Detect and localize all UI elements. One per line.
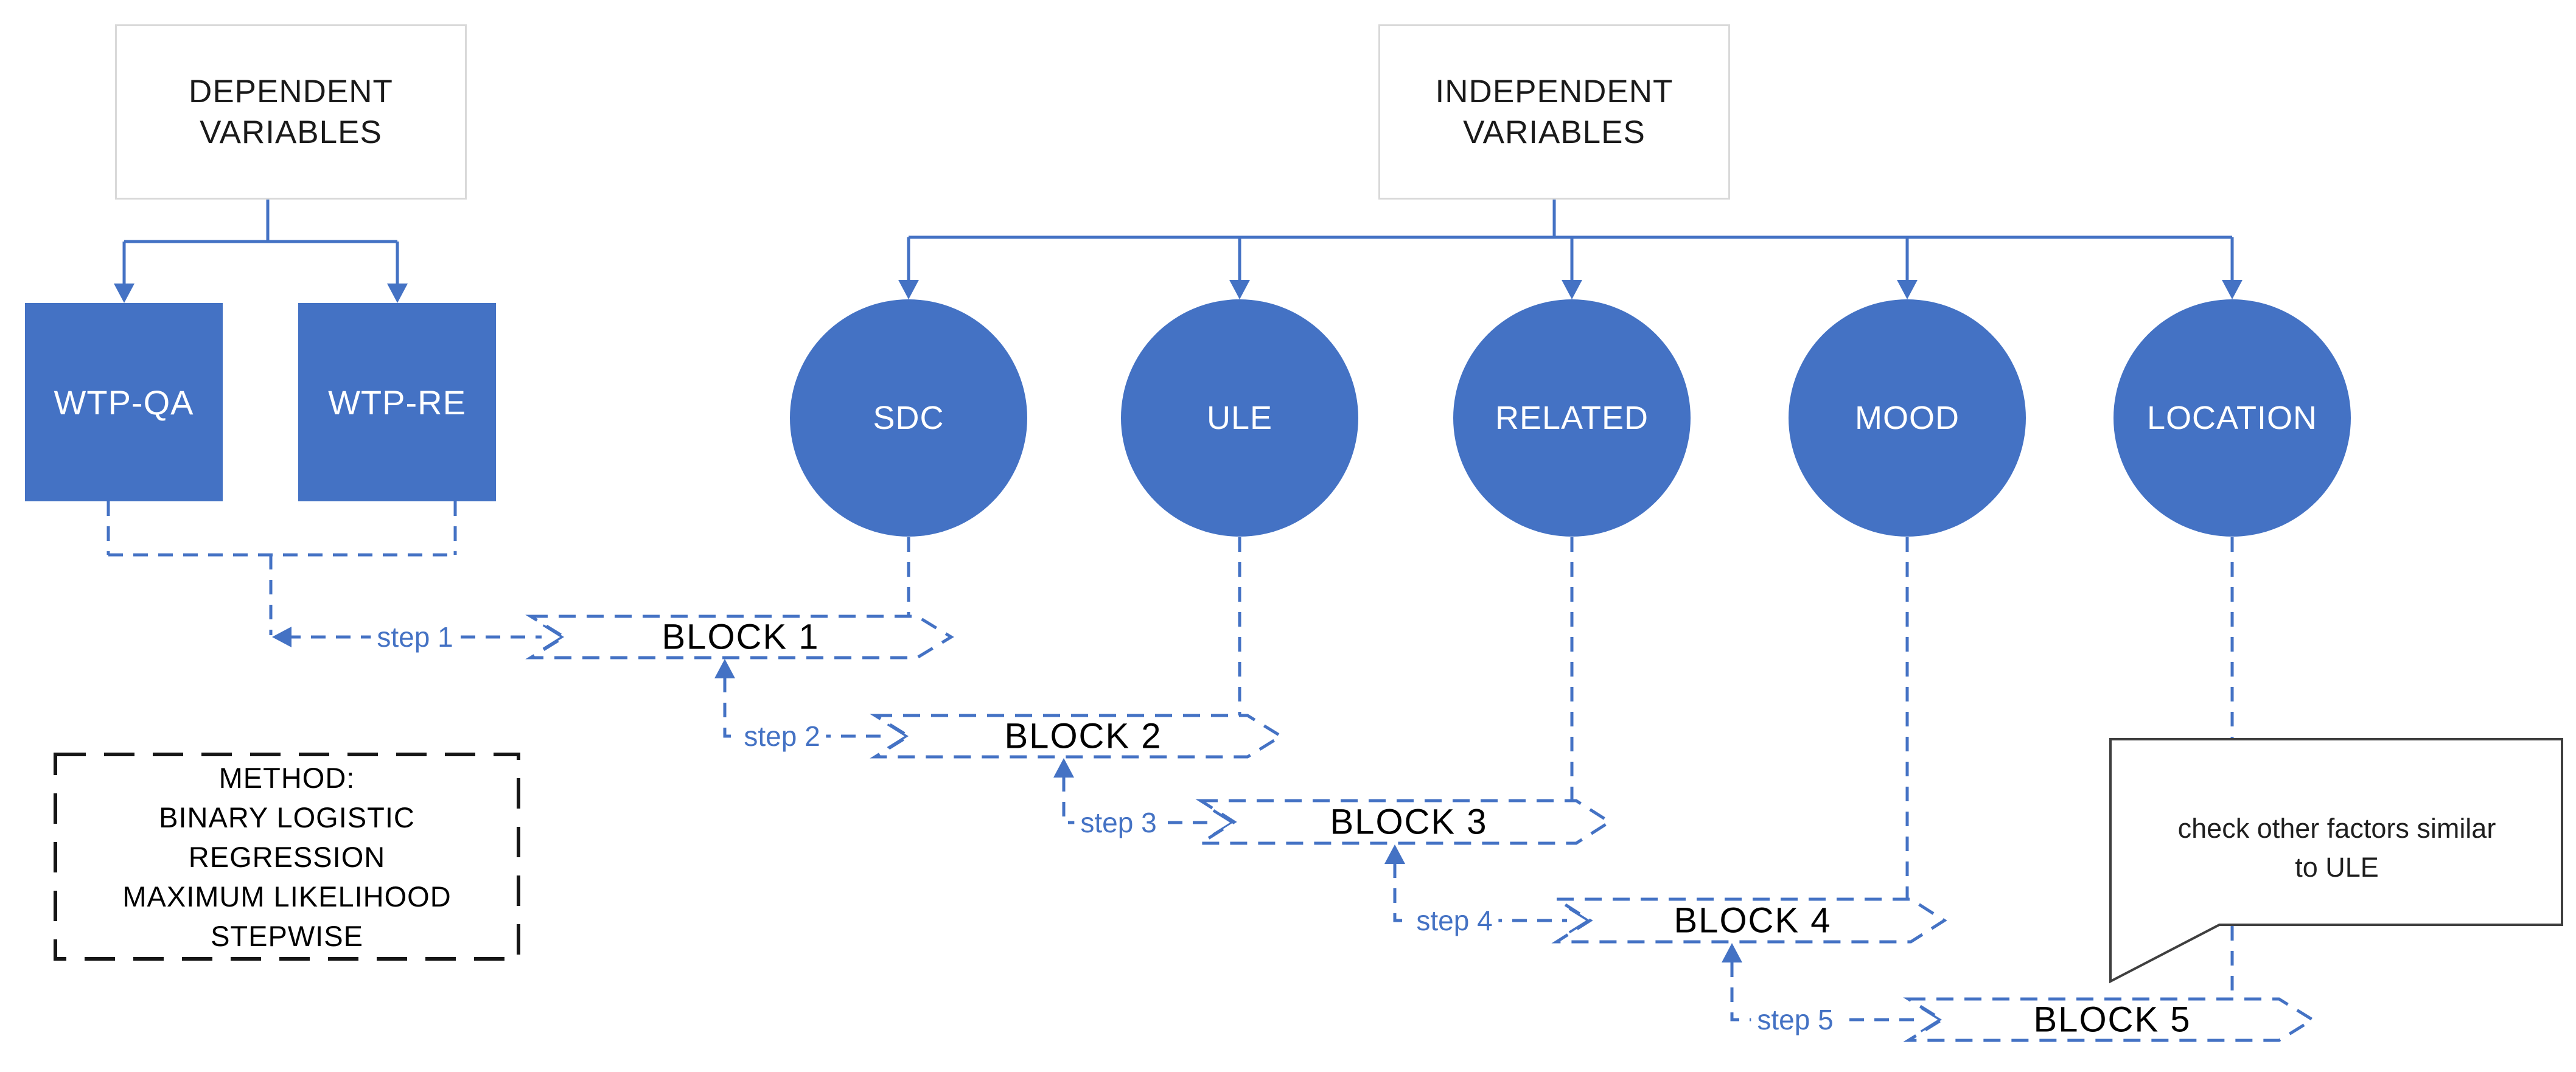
node-mood: MOOD: [1789, 299, 2026, 537]
step3-label: step 3: [1074, 805, 1163, 840]
dependent-header-line2: VARIABLES: [200, 114, 382, 150]
wtp-qa-label: WTP-QA: [54, 383, 194, 422]
step5-dashed-line: [1730, 962, 1919, 1022]
node-ule: ULE: [1121, 299, 1358, 537]
independent-header-line1: INDEPENDENT: [1435, 74, 1674, 110]
method-line-2: BINARY LOGISTIC: [159, 801, 415, 834]
method-line-4: MAXIMUM LIKELIHOOD: [122, 880, 452, 913]
method-line-3: REGRESSION: [188, 840, 386, 873]
block5-banner: [1903, 997, 2316, 1042]
callout-line-2: to ULE: [2295, 852, 2379, 883]
node-sdc: SDC: [790, 299, 1027, 537]
mood-label: MOOD: [1855, 400, 1960, 436]
arrowhead-up-block3: [1384, 844, 1405, 864]
block2-label: BLOCK 2: [1004, 716, 1162, 756]
block5-label: BLOCK 5: [2033, 1000, 2191, 1040]
node-wtp-re: WTP-RE: [298, 303, 496, 501]
block3-banner: [1195, 799, 1613, 845]
step2-dashed-line: [723, 678, 885, 738]
block3-label: BLOCK 3: [1330, 802, 1488, 842]
wtp-re-label: WTP-RE: [328, 383, 466, 422]
sdc-label: SDC: [873, 400, 944, 436]
arrowhead-down-ule: [1229, 280, 1250, 299]
ule-label: ULE: [1206, 400, 1273, 436]
step5-label: step 5: [1751, 1002, 1840, 1037]
arrowhead-up-block2: [1053, 758, 1074, 778]
independent-tree-lines: [907, 200, 2234, 280]
node-related: RELATED: [1453, 299, 1691, 537]
callout-line-1: check other factors similar: [2177, 813, 2496, 844]
arrowhead-down-wtp-qa: [114, 284, 134, 303]
arrowhead-down-related: [1562, 280, 1582, 299]
step1-label: step 1: [371, 619, 459, 655]
block2-banner: [870, 714, 1284, 759]
block4-label: BLOCK 4: [1674, 900, 1832, 941]
arrowhead-left-step1: [272, 627, 291, 647]
related-label: RELATED: [1495, 400, 1649, 436]
dashed-connectors: [106, 501, 2234, 1022]
node-wtp-qa: WTP-QA: [25, 303, 223, 501]
dependent-tree-lines: [122, 200, 399, 284]
step4-dashed-line: [1393, 863, 1567, 922]
step2-label: step 2: [738, 719, 826, 754]
method-box-text: METHOD: BINARY LOGISTIC REGRESSION MAXIM…: [55, 758, 518, 955]
method-box-border: [54, 753, 520, 961]
arrowhead-down-location: [2222, 280, 2243, 299]
arrowhead-up-block1: [714, 659, 735, 678]
callout-text: check other factors similar to ULE: [2124, 809, 2550, 887]
dependent-variables-header: DEPENDENT VARIABLES: [115, 24, 467, 200]
tree-arrowheads: [114, 280, 2243, 303]
block-banners: [525, 614, 2316, 1042]
arrowhead-down-mood: [1897, 280, 1918, 299]
independent-variables-header: INDEPENDENT VARIABLES: [1378, 24, 1730, 200]
block1-label: BLOCK 1: [661, 617, 820, 657]
arrowhead-down-sdc: [898, 280, 919, 299]
block1-banner: [525, 614, 954, 660]
arrowhead-up-block4: [1722, 943, 1742, 962]
location-label: LOCATION: [2146, 400, 2318, 436]
node-location: LOCATION: [2114, 299, 2351, 537]
callout-bubble-shape: [2109, 738, 2563, 984]
independent-header-line2: VARIABLES: [1463, 114, 1646, 150]
arrowhead-down-wtp-re: [387, 284, 408, 303]
method-line-5: STEPWISE: [211, 919, 363, 952]
step4-label: step 4: [1410, 903, 1499, 938]
dependent-header-line1: DEPENDENT: [189, 74, 393, 110]
method-line-1: METHOD:: [218, 761, 355, 794]
block4-banner: [1551, 897, 1947, 944]
